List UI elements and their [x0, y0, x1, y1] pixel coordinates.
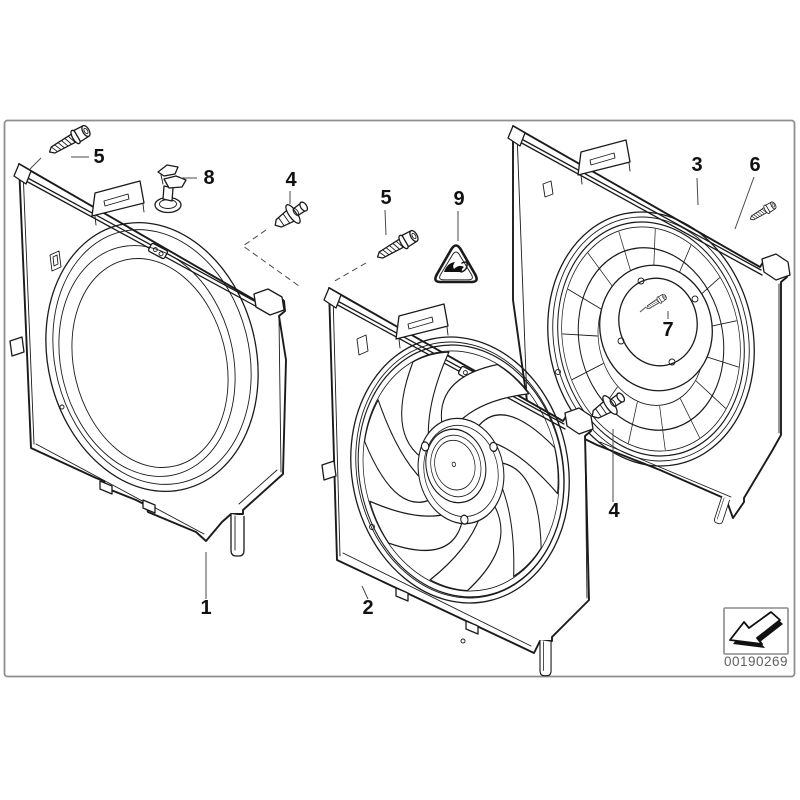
- screw-part-5-top-left: [29, 122, 94, 170]
- callout-7: 7: [662, 319, 673, 341]
- cooling-fan: [357, 344, 565, 598]
- screw-part-6: [747, 199, 779, 224]
- expansion-rivet-part-4-top: [242, 195, 314, 287]
- diagram-id-stamp: 00190269: [723, 607, 789, 669]
- diagram-frame: [3, 119, 796, 678]
- fan-grille: [557, 221, 745, 457]
- callout-3: 3: [691, 154, 702, 176]
- callout-6: 6: [749, 154, 760, 176]
- callout-5-middle: 5: [380, 187, 391, 209]
- screw-part-5-middle: [332, 227, 422, 283]
- callout-8: 8: [203, 167, 214, 189]
- retaining-clip-part-8: [154, 164, 187, 214]
- callout-4-right: 4: [608, 500, 620, 522]
- callout-9: 9: [453, 188, 464, 210]
- stamp-number: 00190269: [724, 654, 788, 669]
- fan-warning-triangle-icon: [434, 244, 478, 284]
- callout-5-top-left: 5: [93, 146, 104, 168]
- fan-blades: [364, 351, 559, 592]
- fan-shroud-with-fan-part-2: [321, 287, 594, 677]
- corner-arrow-icon: [729, 611, 783, 648]
- fan-shroud-part-1: [9, 163, 287, 557]
- callout-1: 1: [200, 597, 211, 619]
- callout-numbers: 5 8 4 5 9 3 6 7 4 1 2: [93, 146, 760, 619]
- callout-4-top: 4: [285, 169, 297, 191]
- callout-2: 2: [362, 597, 373, 619]
- callout-leader-lines: [71, 156, 755, 600]
